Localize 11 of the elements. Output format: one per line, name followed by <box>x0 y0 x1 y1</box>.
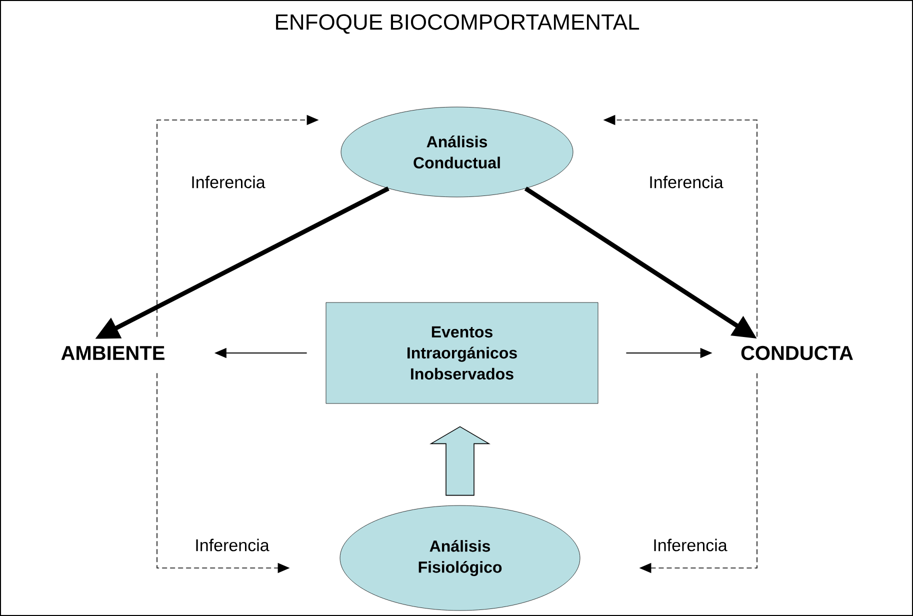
node-label: CONDUCTA <box>741 346 853 360</box>
title: ENFOQUE BIOCOMPORTAMENTAL <box>276 14 640 34</box>
edge-label: Inferencia <box>192 176 266 188</box>
edge-label: Inferencia <box>196 538 270 552</box>
edge-label: Inferencia <box>654 538 728 552</box>
ellipse-node: Análisis Conductual <box>340 106 574 198</box>
edge-label: Inferencia <box>650 176 724 188</box>
ellipse-node: Análisis Fisiológico <box>340 505 580 611</box>
node-label: AMBIENTE <box>61 346 164 360</box>
process-box: Eventos Intraorgánicos Inobservados <box>326 302 598 404</box>
block-arrow <box>430 426 490 496</box>
